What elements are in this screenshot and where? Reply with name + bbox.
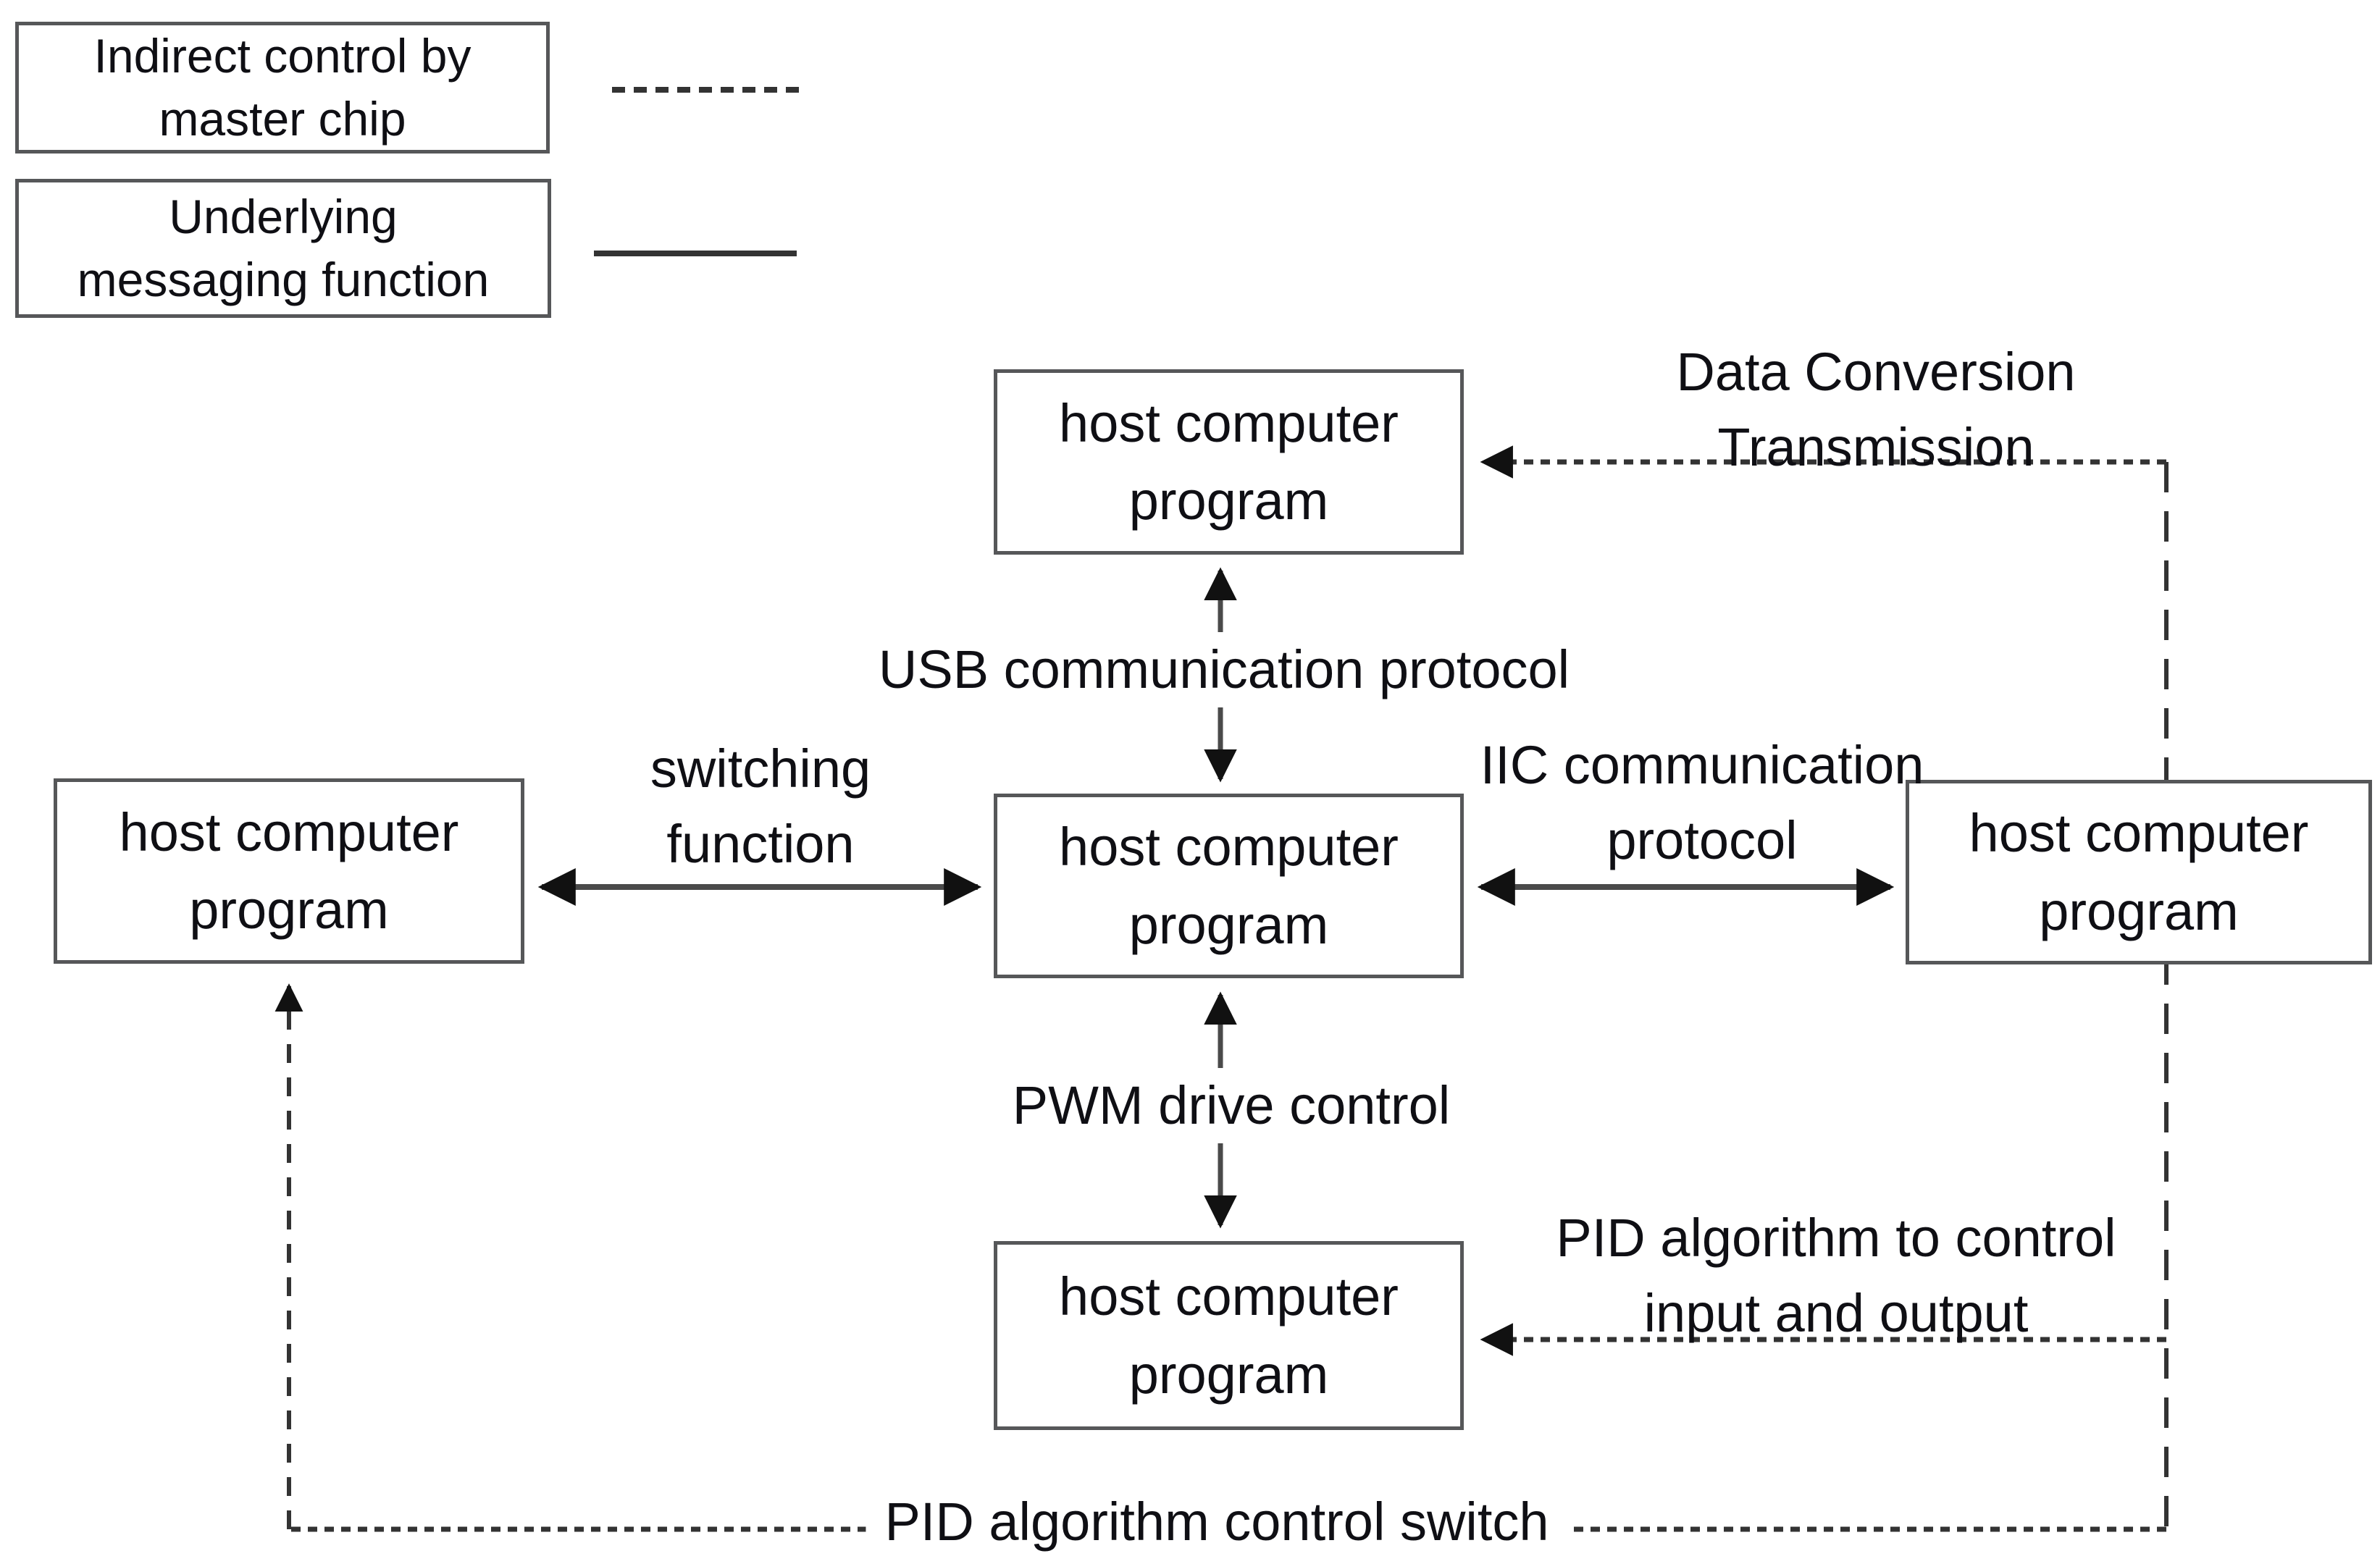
label-line: IIC communication <box>1480 735 1924 795</box>
node-label: host computer <box>1059 817 1399 878</box>
node-host-computer-program-left: host computer program <box>54 778 524 964</box>
label-line: Data Conversion <box>1676 342 2076 402</box>
node-host-computer-program-center: host computer program <box>994 794 1464 978</box>
label-pid-algorithm-io: PID algorithm to control input and outpu… <box>1556 1201 2116 1350</box>
label-iic-communication-protocol: IIC communication protocol <box>1480 728 1924 878</box>
label-line: function <box>666 813 855 874</box>
label-line: Transmission <box>1717 416 2035 477</box>
node-label: program <box>1128 471 1329 531</box>
node-label: program <box>2039 880 2239 941</box>
label-usb-communication-protocol: USB communication protocol <box>859 632 1589 707</box>
label-switching-function: switching function <box>650 731 871 881</box>
node-label: host computer <box>1059 392 1399 453</box>
label-line: PID algorithm to control <box>1556 1208 2116 1268</box>
label-data-conversion-transmission: Data Conversion Transmission <box>1676 335 2075 484</box>
node-label: host computer <box>119 802 459 862</box>
node-label: program <box>1128 1344 1329 1405</box>
label-pwm-drive-control: PWM drive control <box>993 1068 1470 1143</box>
node-label: program <box>189 880 389 940</box>
label-line: input and output <box>1643 1282 2029 1343</box>
label-line: switching <box>650 739 871 799</box>
node-label: host computer <box>1969 803 2309 864</box>
label-line: protocol <box>1606 810 1798 870</box>
node-host-computer-program-right: host computer program <box>1906 780 2372 964</box>
legend-item-indirect-control: Indirect control by master chip <box>15 22 550 154</box>
legend-text: master chip <box>159 92 406 146</box>
node-label: program <box>1128 894 1329 955</box>
label-pid-algorithm-control-switch: PID algorithm control switch <box>866 1484 1568 1560</box>
node-host-computer-program-bottom: host computer program <box>994 1241 1464 1430</box>
node-label: host computer <box>1059 1266 1399 1327</box>
legend-item-underlying-messaging: Underlying messaging function <box>15 179 551 318</box>
legend-text: messaging function <box>77 253 490 306</box>
node-host-computer-program-top: host computer program <box>994 369 1464 555</box>
legend-text: Indirect control by <box>93 28 472 83</box>
legend-text: Underlying <box>169 189 398 243</box>
